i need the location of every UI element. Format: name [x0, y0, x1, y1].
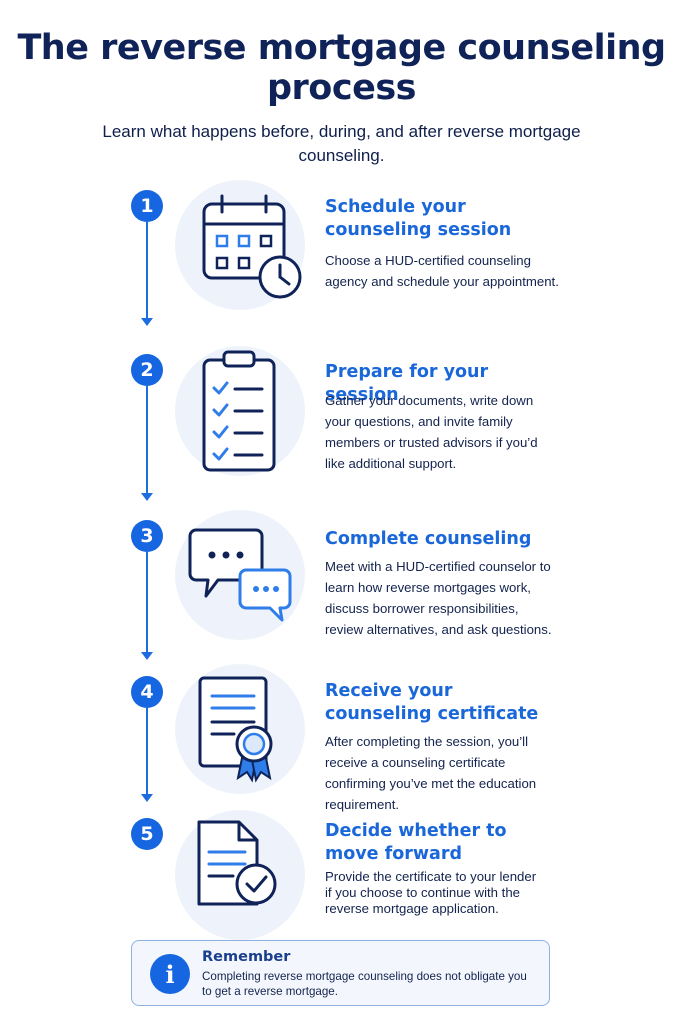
timeline-connector: [146, 708, 148, 794]
chat-bubbles-icon: [188, 528, 292, 622]
page-subtitle: Learn what happens before, during, and a…: [102, 122, 581, 165]
step-description: Meet with a HUD-certified counselor to l…: [325, 559, 552, 637]
certificate-ribbon-icon: [198, 676, 273, 783]
timeline-arrow: [141, 794, 153, 802]
step-number-badge: 4: [131, 676, 163, 708]
step-description: Gather your documents, write down your q…: [325, 393, 538, 471]
step-number-badge: 1: [131, 190, 163, 222]
step-description: Choose a HUD-certified counseling agency…: [325, 253, 559, 289]
timeline-arrow: [141, 493, 153, 501]
timeline-arrow: [141, 652, 153, 660]
step-number-badge: 3: [131, 520, 163, 552]
step-title: Schedule your counseling session: [325, 197, 512, 240]
remember-callout: i Remember Completing reverse mortgage c…: [131, 940, 550, 1006]
remember-text: Completing reverse mortgage counseling d…: [202, 970, 527, 998]
calendar-clock-icon: [202, 194, 302, 299]
timeline-connector: [146, 386, 148, 493]
step-title: Receive your counseling certificate: [325, 681, 539, 724]
timeline-connector: [146, 552, 148, 652]
step-number-badge: 2: [131, 354, 163, 386]
info-icon: i: [150, 954, 190, 994]
step-number-badge: 5: [131, 818, 163, 850]
document-check-icon: [197, 820, 277, 906]
remember-title: Remember: [202, 949, 291, 965]
step-description: Provide the certificate to your lender i…: [325, 869, 537, 916]
timeline-connector: [146, 222, 148, 318]
timeline-arrow: [141, 318, 153, 326]
step-title: Complete counseling: [325, 529, 532, 549]
page-title: The reverse mortgage counseling process: [17, 28, 666, 108]
step-title: Decide whether to move forward: [325, 821, 507, 864]
clipboard-checklist-icon: [202, 350, 276, 472]
step-description: After completing the session, you’ll rec…: [325, 734, 537, 812]
step-title: Prepare for your session: [325, 362, 489, 405]
